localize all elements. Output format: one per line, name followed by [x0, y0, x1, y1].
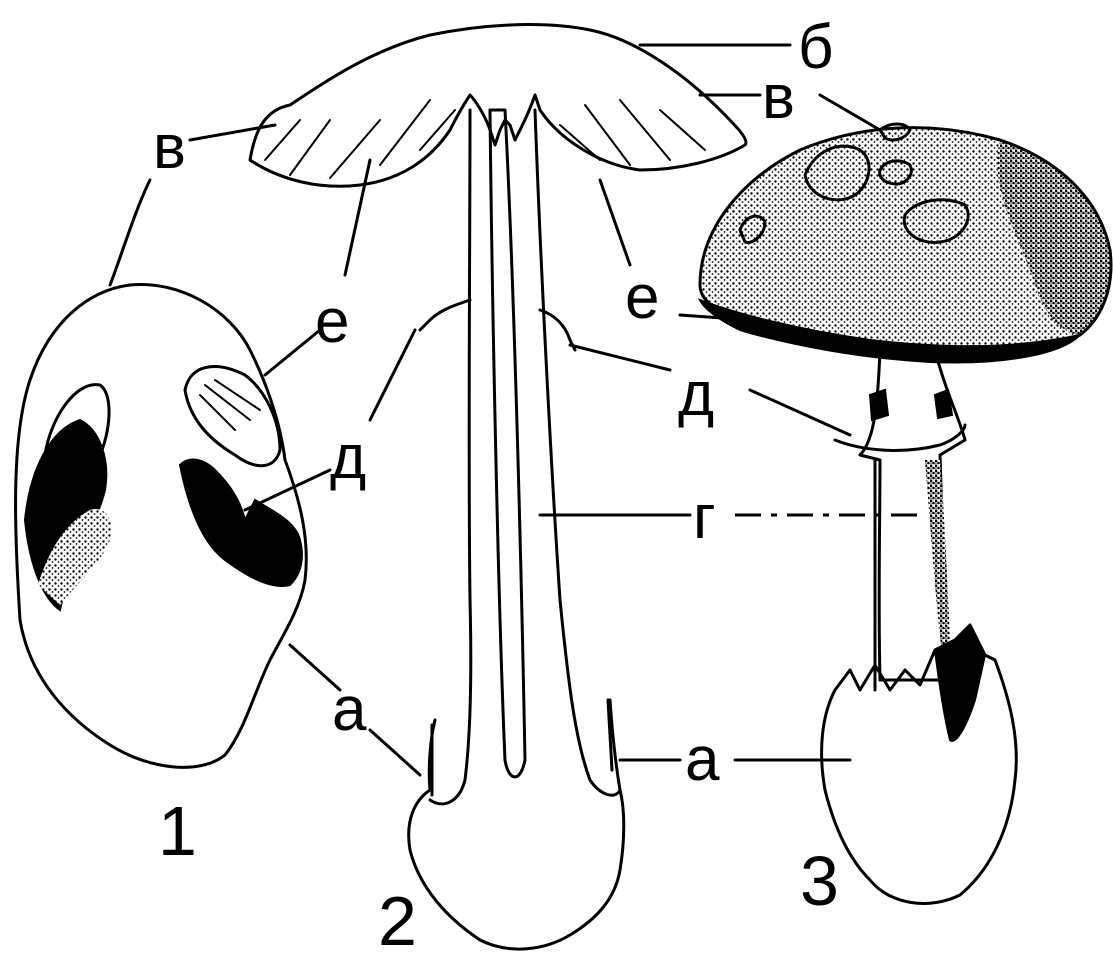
mature-stem-ring — [835, 425, 965, 450]
leader-e-left — [345, 160, 370, 275]
section-gills-right — [560, 100, 705, 165]
mature-ring-dark — [870, 390, 952, 420]
label-g: г — [693, 483, 716, 552]
leader-e-left-2 — [265, 330, 320, 375]
section-stem-left-edge — [430, 110, 471, 804]
specimen-number-1: 1 — [158, 792, 197, 870]
leader-d-right — [570, 345, 670, 370]
section-stem-right-edge — [535, 110, 620, 795]
section-gills-left — [265, 100, 455, 178]
specimen-number-3: 3 — [800, 842, 839, 920]
section-cap-outline — [250, 25, 746, 187]
leader-a-left-2 — [370, 730, 420, 775]
leader-d-left-2 — [245, 470, 330, 510]
specimen-1-egg-stage — [16, 284, 307, 767]
leader-v-left-2 — [110, 180, 150, 285]
section-ring-left — [420, 300, 470, 330]
label-d-right: д — [678, 360, 714, 429]
leader-d-right-2 — [750, 390, 850, 435]
section-volva-inner — [432, 700, 612, 795]
label-d-left: д — [330, 423, 366, 492]
leader-v-left — [190, 125, 275, 140]
label-a-right: а — [685, 725, 720, 794]
label-v-right: в — [762, 63, 795, 132]
specimen-number-2: 2 — [378, 882, 417, 960]
label-v-left: в — [153, 113, 186, 182]
label-b: б — [798, 13, 834, 82]
mature-volva — [822, 625, 1017, 903]
label-a-left: а — [332, 675, 367, 744]
section-stem-inner — [490, 110, 525, 777]
leader-e-right — [600, 180, 630, 265]
label-e-right: е — [625, 263, 659, 332]
section-volva — [409, 700, 624, 949]
leader-v-right-2 — [820, 95, 880, 130]
egg-gills-right — [180, 460, 302, 586]
label-e-left: е — [315, 287, 349, 356]
specimen-numbers: 1 2 3 — [158, 792, 839, 960]
specimen-2-section — [250, 25, 746, 950]
leader-d-left — [370, 330, 415, 420]
egg-gill-lines — [200, 380, 260, 430]
